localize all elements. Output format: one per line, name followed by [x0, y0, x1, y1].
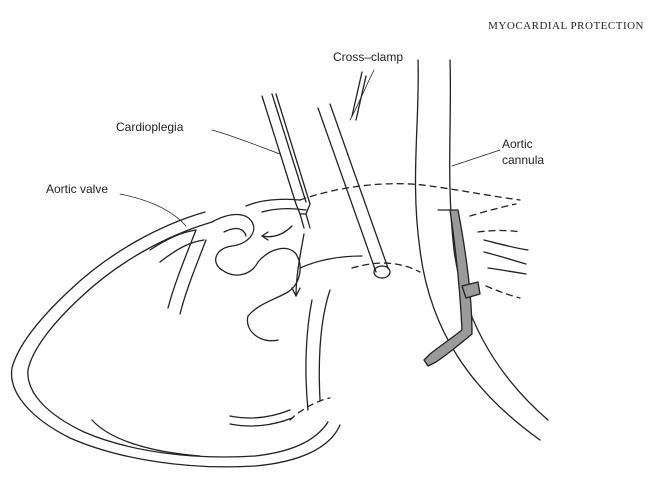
- inner-wall: [168, 230, 196, 308]
- aortic-sinus: [248, 248, 300, 316]
- aortic-valve-label: Aortic valve: [46, 182, 108, 196]
- aortic-root: [224, 229, 246, 236]
- inner-wall: [180, 240, 206, 314]
- leader-line: [350, 70, 374, 120]
- leader-line: [452, 150, 500, 166]
- aorta-boundary-dashed: [486, 286, 520, 298]
- branch-vessel: [484, 240, 528, 250]
- aorta-boundary-dashed: [478, 231, 520, 233]
- aortic-root: [246, 199, 300, 206]
- aortic-cannula-label-line1: Aortic: [502, 136, 544, 152]
- aortic-cannula-label: Aortic cannula: [502, 136, 544, 168]
- cardioplegia-cannula: [272, 94, 306, 202]
- cardioplegia-cannula: [276, 94, 310, 204]
- aortic-sinus: [247, 316, 278, 341]
- ventricle-contour: [230, 410, 290, 418]
- aorta-wall: [306, 300, 312, 410]
- cross-clamp-arm: [330, 104, 388, 268]
- aorta-tube: [415, 60, 540, 440]
- branch-vessel: [488, 268, 526, 274]
- ventricle-contour: [230, 418, 292, 426]
- cardioplegia-label: Cardioplegia: [116, 120, 183, 134]
- aorta-wall: [300, 256, 362, 268]
- cardioplegia-needle: [300, 214, 304, 228]
- aorta-wall: [319, 290, 330, 400]
- branch-vessel: [484, 252, 526, 264]
- leader-line: [212, 130, 280, 154]
- aortic-root: [212, 215, 258, 276]
- aorta-boundary-dashed: [352, 263, 420, 272]
- septum-wall: [160, 240, 204, 262]
- leader-line: [120, 194, 186, 226]
- cross-clamp-arm: [318, 108, 376, 272]
- cardioplegia-cannula: [262, 96, 296, 204]
- aorta-boundary-dashed: [470, 204, 516, 216]
- aortic-cannula-label-line2: cannula: [502, 152, 544, 168]
- flow-arrow: [262, 226, 292, 237]
- aorta-boundary-dashed: [290, 398, 330, 420]
- cross-clamp-arm: [352, 72, 362, 116]
- cross-clamp-label: Cross–clamp: [333, 50, 403, 64]
- aorta-boundary-dashed: [300, 184, 520, 200]
- cardioplegia-needle: [306, 214, 310, 228]
